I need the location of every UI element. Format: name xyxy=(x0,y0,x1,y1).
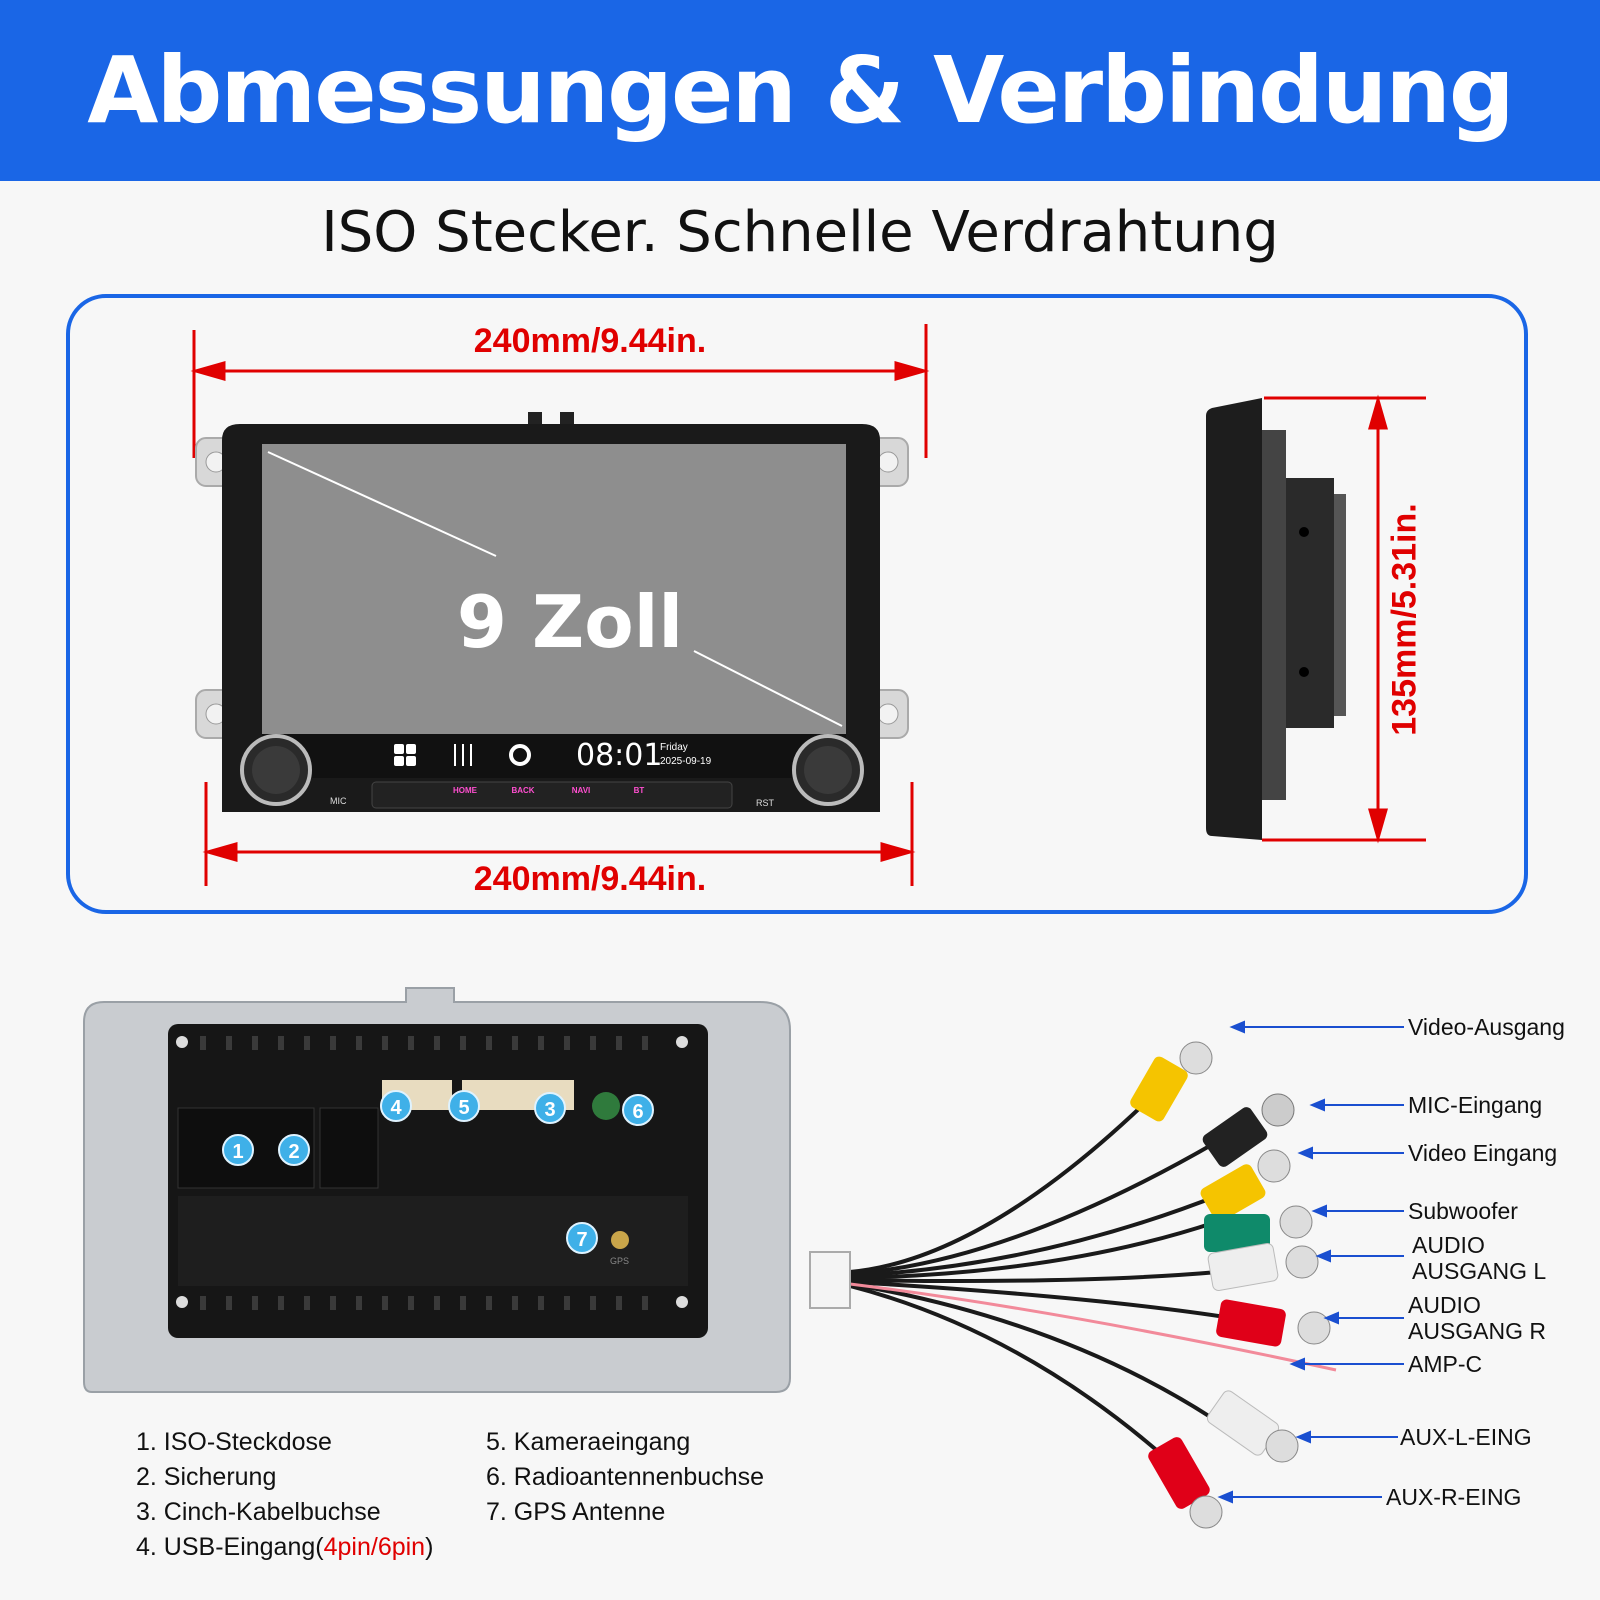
head-unit-side xyxy=(1206,398,1346,840)
cable-harness xyxy=(849,1102,1337,1462)
rca-plug-video-out xyxy=(1130,1041,1213,1122)
rst-label: RST xyxy=(756,798,774,808)
home-button[interactable]: HOME xyxy=(453,786,477,795)
marker-3: 3 xyxy=(534,1092,566,1124)
mic-label: MIC xyxy=(330,796,347,806)
page-title: Abmessungen & Verbindung xyxy=(87,37,1514,144)
legend-item-6: 6. Radioantennenbuchse xyxy=(486,1463,765,1491)
device-date: 2025-09-19 xyxy=(660,756,712,767)
legend-right: 5. Kameraeingang 6. Radioantennenbuchse … xyxy=(486,1425,764,1530)
label-aux-r: AUX-R-EING xyxy=(1386,1484,1522,1510)
marker-1: 1 xyxy=(222,1134,254,1166)
legend-left: 1. ISO-Steckdose 2. Sicherung 3. Cinch-K… xyxy=(136,1425,433,1565)
height-arrow xyxy=(1262,394,1426,844)
legend-item-2: 2. Sicherung xyxy=(136,1463,277,1491)
legend-item-4: 4. USB-Eingang(4pin/6pin) xyxy=(136,1533,434,1561)
navi-button[interactable]: NAVI xyxy=(571,786,591,795)
gps-port-label: GPS xyxy=(610,1256,630,1266)
header-banner: Abmessungen & Verbindung xyxy=(0,0,1600,181)
marker-6: 6 xyxy=(622,1094,654,1126)
width-top-arrow xyxy=(190,324,930,458)
rca-plug-aux-r xyxy=(1148,1437,1223,1529)
marker-7: 7 xyxy=(566,1222,598,1254)
legend-item-3: 3. Cinch-Kabelbuchse xyxy=(136,1498,381,1526)
harness-plug xyxy=(809,1251,851,1309)
legend-item-5: 5. Kameraeingang xyxy=(486,1428,691,1456)
width-bottom-arrow xyxy=(202,782,916,886)
height-label: 135mm/5.31in. xyxy=(1385,503,1424,736)
label-subwoofer: Subwoofer xyxy=(1408,1198,1518,1224)
device-day: Friday xyxy=(660,742,688,753)
head-unit-front xyxy=(195,412,909,812)
marker-4: 4 xyxy=(380,1090,412,1122)
marker-2: 2 xyxy=(278,1134,310,1166)
dimension-frame xyxy=(66,294,1528,914)
label-aux-l: AUX-L-EING xyxy=(1400,1424,1532,1450)
label-amp-c: AMP-C xyxy=(1408,1351,1483,1377)
rca-plug-video-in xyxy=(1200,1149,1291,1222)
settings-icon xyxy=(509,744,531,766)
legend-item-7: 7. GPS Antenne xyxy=(486,1498,666,1526)
device-clock: 08:01 xyxy=(576,738,663,773)
rca-plug-aux-l xyxy=(1206,1390,1299,1463)
back-panel xyxy=(83,987,791,1393)
width-bottom-label: 240mm/9.44in. xyxy=(473,860,707,898)
bt-button[interactable]: BT xyxy=(633,786,645,795)
rca-plug-audio-out-l xyxy=(1207,1243,1319,1291)
cable-pointer-lines xyxy=(1217,1020,1404,1504)
back-button[interactable]: BACK xyxy=(511,786,535,795)
rca-plug-mic-in xyxy=(1202,1093,1295,1167)
page-subtitle: ISO Stecker. Schnelle Verdrahtung xyxy=(321,200,1279,265)
label-video-out: Video-Ausgang xyxy=(1408,1014,1565,1040)
marker-5: 5 xyxy=(448,1090,480,1122)
label-video-in: Video Eingang xyxy=(1408,1140,1558,1166)
label-mic-in: MIC-Eingang xyxy=(1408,1092,1543,1118)
legend-item-1: 1. ISO-Steckdose xyxy=(136,1428,332,1456)
rca-plug-audio-out-r xyxy=(1216,1299,1331,1347)
equalizer-icon xyxy=(454,744,472,766)
width-top-label: 240mm/9.44in. xyxy=(473,322,707,360)
screen-size-label: 9 Zoll xyxy=(456,580,684,664)
apps-icon xyxy=(394,744,416,766)
rca-plug-subwoofer xyxy=(1204,1205,1313,1252)
